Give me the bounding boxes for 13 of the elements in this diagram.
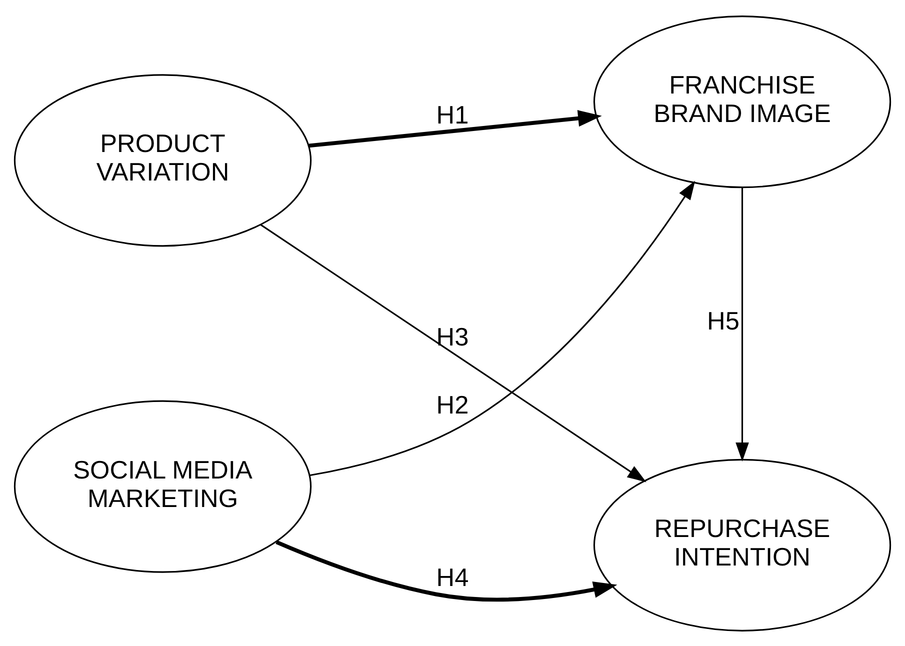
arrow: [309, 180, 696, 476]
arrow: [736, 187, 749, 462]
arrow: [276, 540, 618, 602]
edge-label: H4: [436, 564, 469, 592]
edge-label: H2: [436, 390, 469, 419]
arrow: [308, 110, 602, 148]
edge-label: H1: [436, 101, 469, 130]
node-ellipse: PRODUCT VARIATION: [14, 74, 312, 246]
arrow: [260, 224, 646, 482]
node-ellipse: SOCIAL MEDIA MARKETING: [14, 400, 312, 572]
edge-label: H3: [436, 322, 469, 351]
edge-label: H5: [707, 307, 740, 336]
node-ellipse: FRANCHISE BRAND IMAGE: [593, 15, 892, 188]
